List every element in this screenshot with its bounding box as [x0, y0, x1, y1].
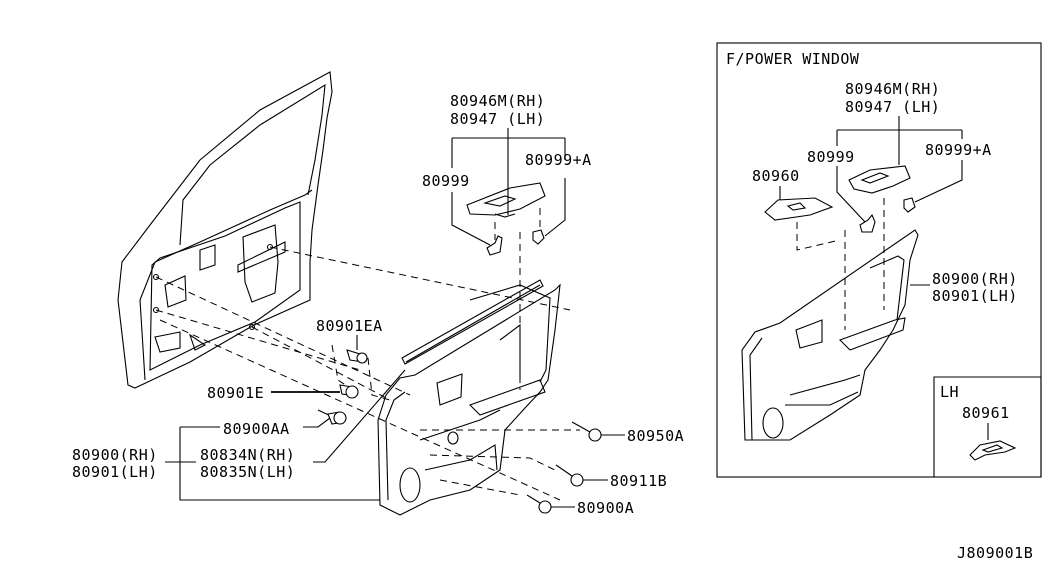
label-80834n-rh[interactable]: 80834N(RH) [200, 446, 295, 464]
label-80901e[interactable]: 80901E [207, 384, 264, 402]
label-80999a[interactable]: 80999+A [525, 151, 592, 169]
label-80950a[interactable]: 80950A [627, 427, 684, 445]
door-finisher-panel[interactable] [377, 279, 561, 516]
screw-80950a-part[interactable] [571, 421, 602, 442]
inset-clip-80999a[interactable] [903, 197, 916, 213]
inset-lh-subbox: LH 80961 [933, 376, 1042, 478]
main-labels: 80946M(RH) 80947 (LH) 80999 80999+A 8090… [72, 92, 684, 517]
label-80946m-rh[interactable]: 80946M(RH) [450, 92, 545, 110]
inset-label-80961[interactable]: 80961 [962, 404, 1010, 422]
inset-label-80999a[interactable]: 80999+A [925, 141, 992, 159]
clip-80901e-part[interactable] [339, 384, 359, 399]
inset-power-window: F/POWER WINDOW 80946M(RH) 80947 (LH) 809… [716, 42, 1042, 478]
label-80900-rh[interactable]: 80900(RH) [72, 446, 158, 464]
screw-80900a-part[interactable] [526, 494, 552, 514]
label-80901-lh[interactable]: 80901(LH) [72, 463, 158, 481]
clip-80999a[interactable] [532, 229, 545, 245]
clip-80900aa-part[interactable] [317, 409, 347, 425]
label-80911b[interactable]: 80911B [610, 472, 667, 490]
label-80901ea[interactable]: 80901EA [316, 317, 383, 335]
label-80999[interactable]: 80999 [422, 172, 470, 190]
inset-label-80946m-rh[interactable]: 80946M(RH) [845, 80, 940, 98]
label-80835n-lh[interactable]: 80835N(LH) [200, 463, 295, 481]
inset-label-80901-lh[interactable]: 80901(LH) [932, 287, 1018, 305]
clip-80901ea-part[interactable] [346, 349, 368, 364]
inset-label-80947-lh[interactable]: 80947 (LH) [845, 98, 940, 116]
inset-title: F/POWER WINDOW [726, 50, 860, 68]
inset-switch-finisher[interactable] [848, 165, 911, 194]
clip-80999[interactable] [486, 235, 503, 256]
inset-bezel-80960[interactable] [764, 197, 834, 221]
label-80900a[interactable]: 80900A [577, 499, 634, 517]
switch-finisher[interactable] [466, 182, 546, 218]
screw-80911b-part[interactable] [555, 464, 584, 487]
inset-lh-title: LH [940, 383, 959, 401]
inset-label-80900-rh[interactable]: 80900(RH) [932, 270, 1018, 288]
label-80947-lh[interactable]: 80947 (LH) [450, 110, 545, 128]
inset-label-80999[interactable]: 80999 [807, 148, 855, 166]
inset-door-finisher[interactable] [741, 229, 919, 441]
door-shell [117, 71, 333, 389]
inset-clip-80999[interactable] [859, 213, 876, 233]
label-80900aa[interactable]: 80900AA [223, 420, 290, 438]
inset-label-80960[interactable]: 80960 [752, 167, 800, 185]
inset-bezel-80961[interactable] [969, 440, 1017, 461]
figure-code: J809001B [957, 544, 1033, 562]
leader-lines [165, 128, 625, 508]
